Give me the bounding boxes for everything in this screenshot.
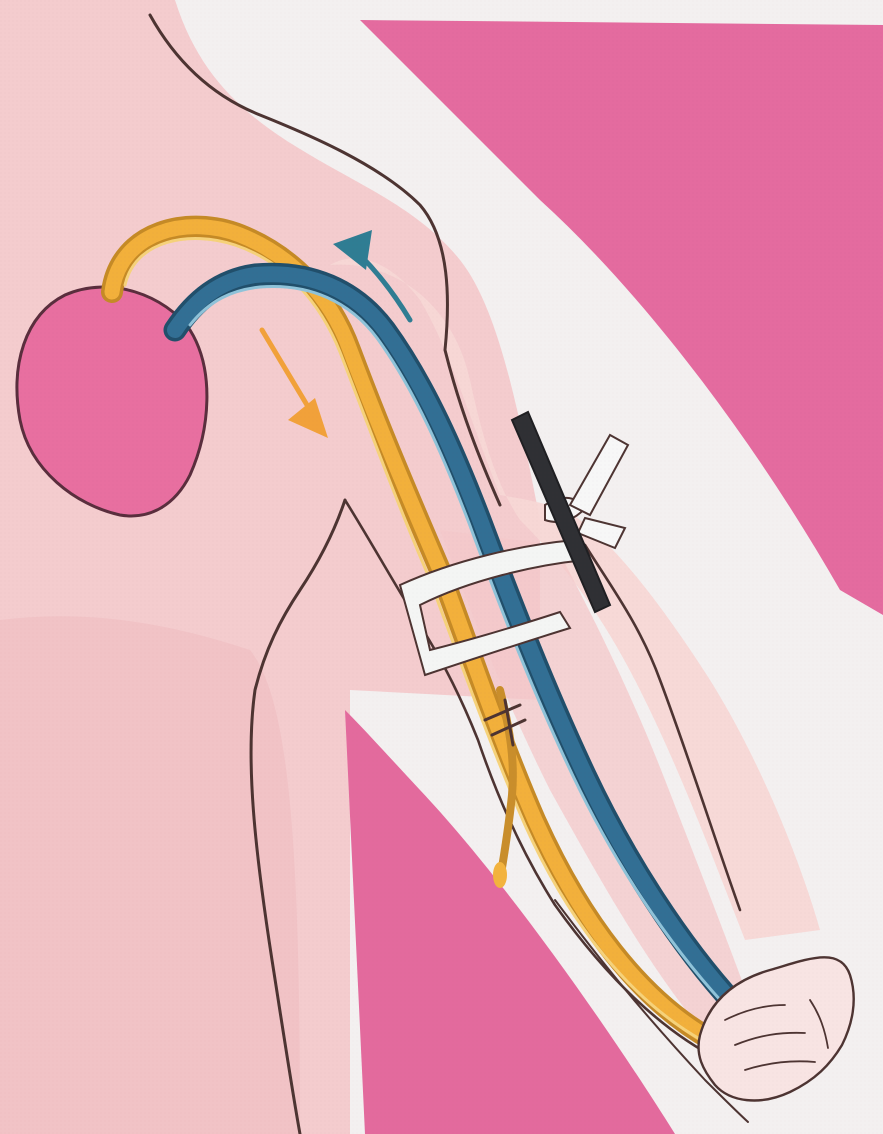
print-texture — [0, 0, 883, 1134]
arm-circulation-illustration — [0, 0, 883, 1134]
illustration-stage — [0, 0, 883, 1134]
